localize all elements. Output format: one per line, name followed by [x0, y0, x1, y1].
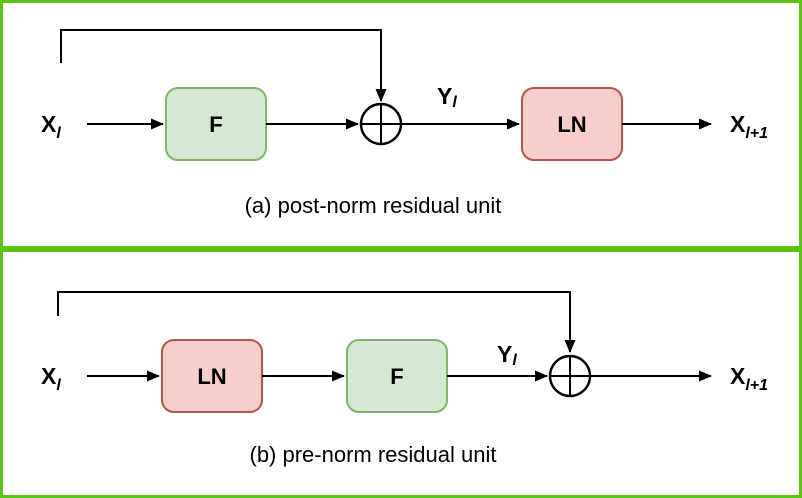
- ln-box-label: LN: [197, 364, 226, 389]
- ln-box-label: LN: [557, 112, 586, 137]
- sum-node-icon: [548, 354, 592, 398]
- panel-post-norm: Xl F Yl LN Xl+1 (a): [0, 0, 802, 249]
- pre-norm-diagram: Xl LN F Yl Xl+1: [41, 291, 768, 413]
- f-box-label: F: [209, 112, 222, 137]
- mid-label: Yl: [497, 341, 517, 369]
- mid-label: Yl: [437, 83, 457, 111]
- input-label: Xl: [41, 111, 61, 142]
- panel-pre-norm: Xl LN F Yl Xl+1 (b): [0, 249, 802, 498]
- sum-node-icon: [359, 102, 403, 146]
- f-box-label: F: [390, 364, 403, 389]
- panel-a-caption: (a) post-norm residual unit: [244, 193, 502, 218]
- skip-connection-arrow: [60, 29, 387, 102]
- output-label: Xl+1: [730, 363, 768, 394]
- post-norm-diagram: Xl F Yl LN Xl+1: [41, 29, 768, 161]
- output-label: Xl+1: [730, 111, 768, 142]
- input-label: Xl: [41, 363, 61, 394]
- skip-connection-arrow: [57, 291, 576, 353]
- panel-b-caption: (b) pre-norm residual unit: [249, 442, 497, 467]
